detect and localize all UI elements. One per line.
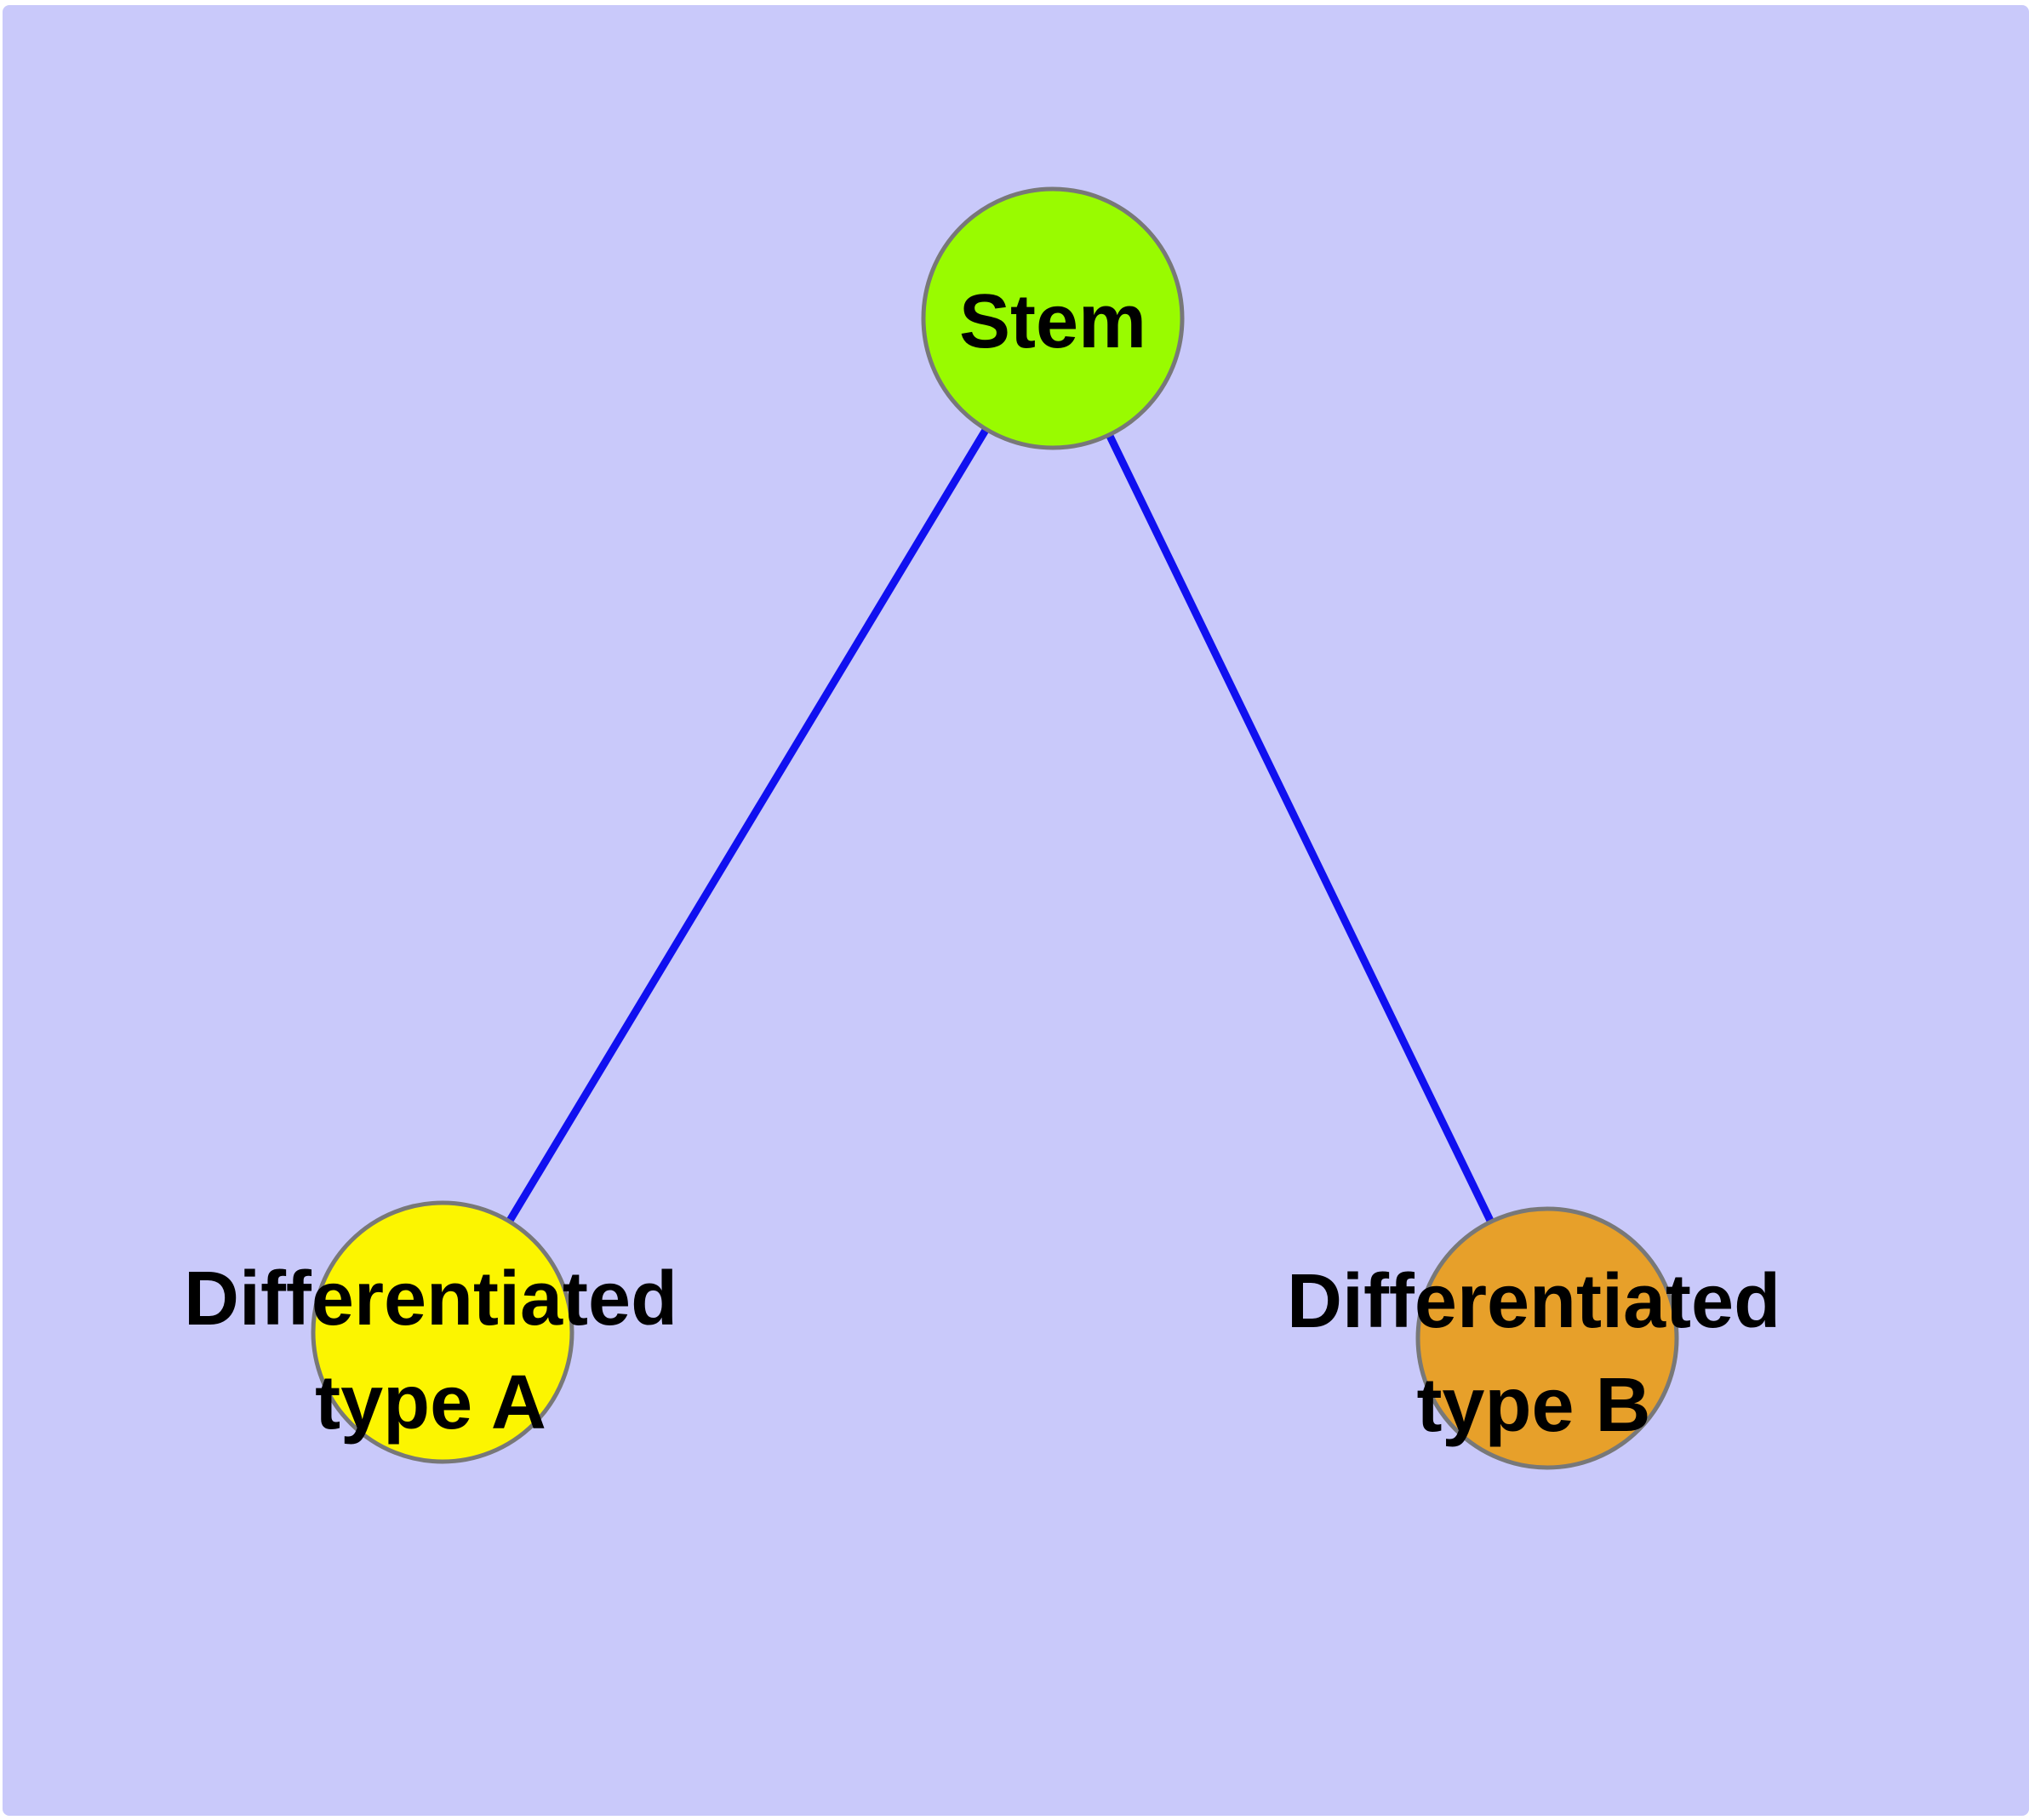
node-circle-stem	[921, 186, 1185, 450]
node-label-differentiated-type-a: Differentiated type A	[183, 1256, 678, 1445]
node-label-stem: Stem	[958, 279, 1147, 364]
node-circle-type-b	[1415, 1206, 1679, 1470]
edge-stem-to-type-b	[1049, 317, 1552, 1340]
edge-stem-to-type-a	[439, 316, 1056, 1335]
node-label-differentiated-type-b: Differentiated type B	[1286, 1259, 1781, 1448]
diagram-graphics	[311, 186, 1679, 1470]
diagram-canvas: Stem Differentiated type A Differentiate…	[3, 5, 2029, 1816]
node-circle-type-a	[311, 1200, 574, 1464]
